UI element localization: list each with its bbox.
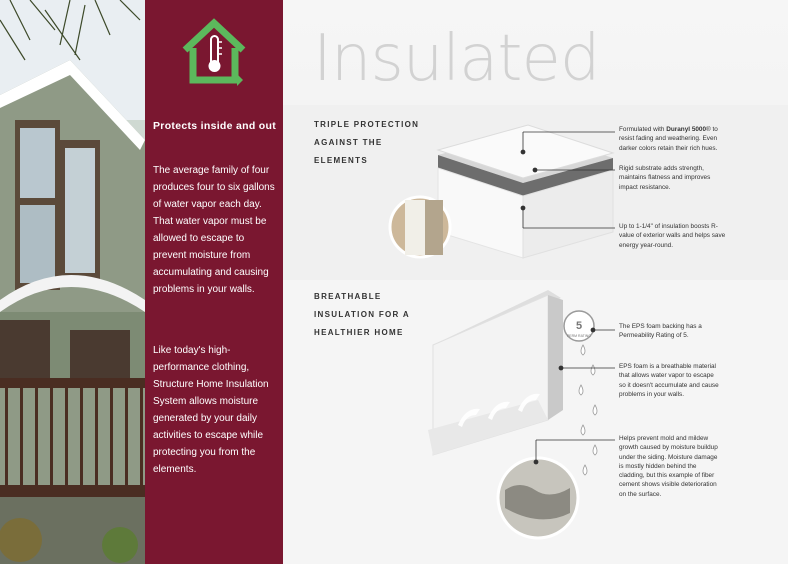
section-2-note-2: EPS foam is a breathable material that a… xyxy=(619,363,719,398)
section-1-label: TRIPLE PROTECTION AGAINST THE ELEMENTS xyxy=(314,120,420,165)
house-thermometer-icon xyxy=(182,18,246,86)
page-title: Insulated xyxy=(313,22,600,96)
sidebar-paragraph-1: The average family of four produces four… xyxy=(153,165,275,295)
house-photo xyxy=(0,0,145,564)
breathable-panel-illustration xyxy=(428,290,598,540)
note-1-post: ® to resist fading and weathering. Even … xyxy=(619,126,718,152)
section-2-label: BREATHABLE INSULATION FOR A HEALTHIER HO… xyxy=(314,292,410,337)
perm-badge-number: 5 xyxy=(575,320,583,332)
product-diagrams xyxy=(388,124,615,540)
section-1-note-2: Rigid substrate adds strength, maintains… xyxy=(619,165,711,191)
sidebar: Protects inside and out The average fami… xyxy=(145,0,283,564)
sidebar-heading: Protects inside and out xyxy=(153,120,276,132)
main-panel: Insulated xyxy=(283,0,788,564)
section-1-note-1: Formulated with Duranyl 5000® to resist … xyxy=(619,125,731,153)
perm-badge-text: PERM RATING xyxy=(566,334,592,338)
note-1-bold: Duranyl 5000 xyxy=(666,126,707,133)
section-2-note-3: Helps prevent mold and mildew growth cau… xyxy=(619,435,718,498)
perm-badge: 5 PERM RATING xyxy=(564,316,594,338)
section-2-note-1: The EPS foam backing has a Permeability … xyxy=(619,323,702,340)
note-1-pre: Formulated with xyxy=(619,126,667,133)
sidebar-paragraph-2: Like today's high-performance clothing, … xyxy=(153,345,269,475)
section-1-note-3: Up to 1-1/4" of insulation boosts R-valu… xyxy=(619,223,726,249)
